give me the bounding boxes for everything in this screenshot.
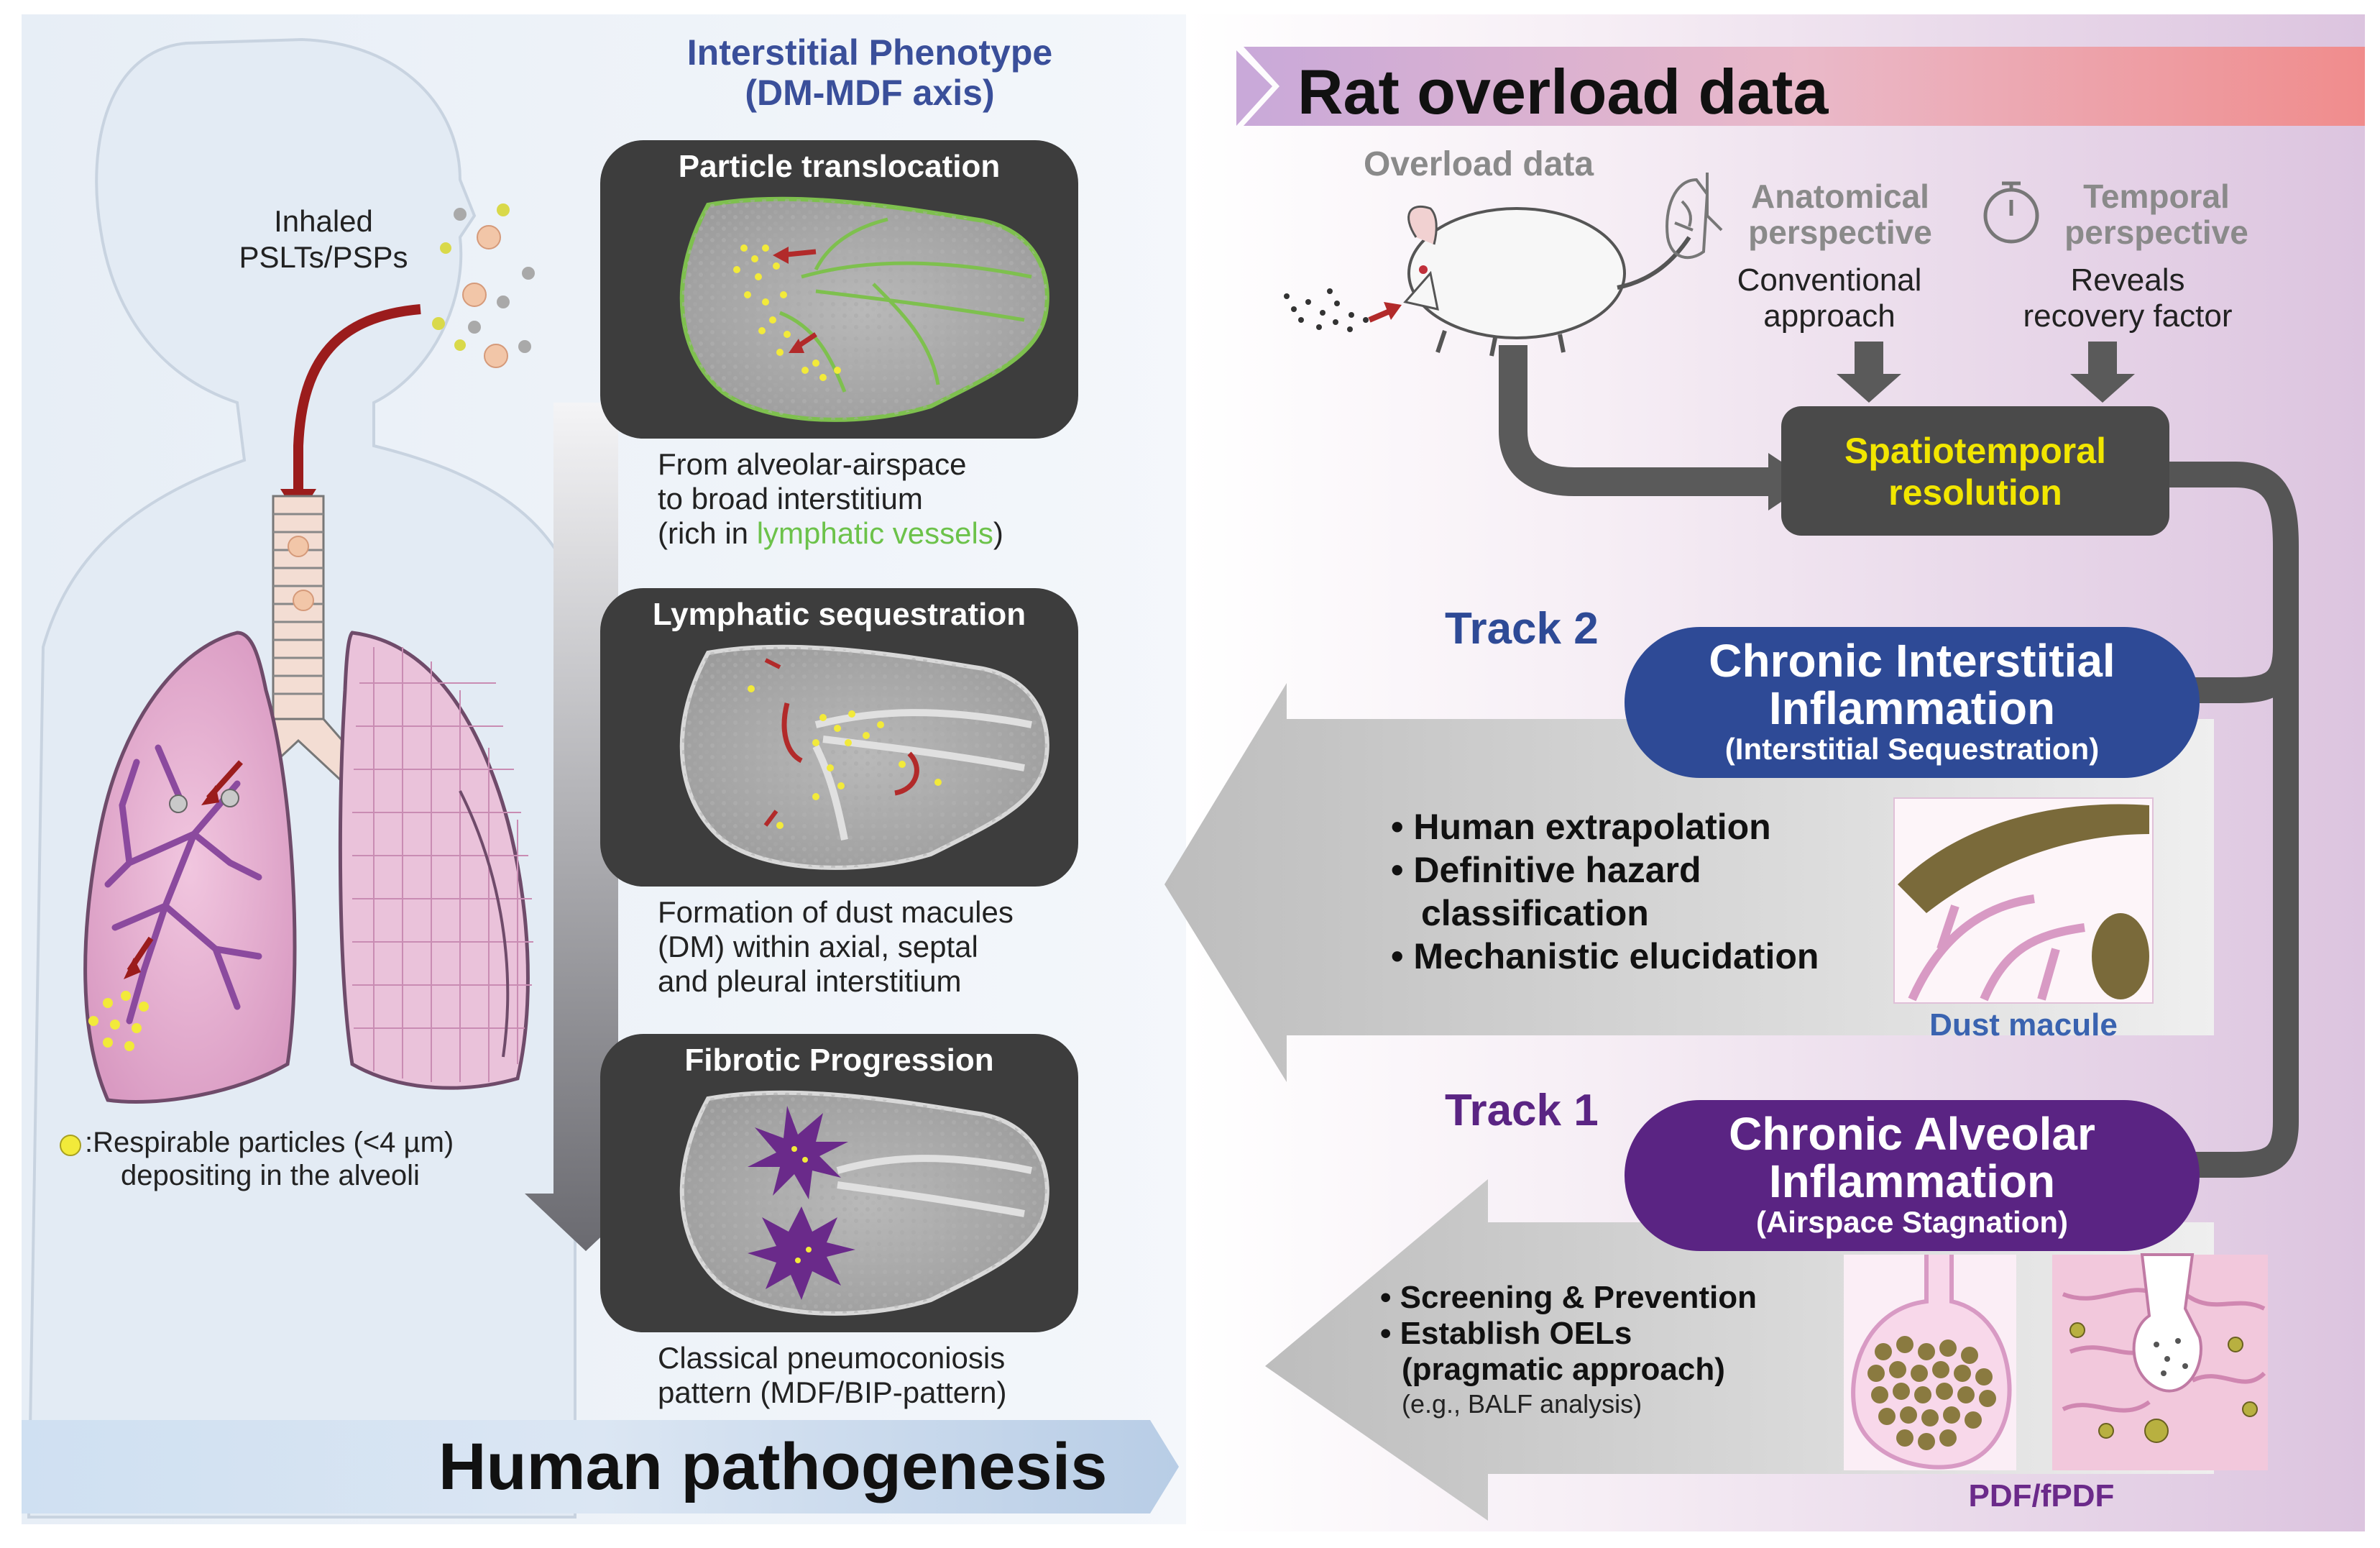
stopwatch-icon (1983, 181, 2039, 244)
track2-title-line1: Chronic Interstitial (1709, 635, 2115, 687)
panel1-caption-line3: (rich in lymphatic vessels) (658, 516, 1003, 551)
panel1-caption-line2: to broad interstitium (658, 482, 923, 516)
rat-illustration (1403, 205, 1691, 357)
reveals-line1: Reveals (2070, 262, 2185, 298)
pdf-fpdf-label: PDF/fPDF (1968, 1478, 2115, 1513)
lymphatic-vessels-highlight: lymphatic vessels (756, 516, 993, 550)
dust-macule-label: Dust macule (1929, 1007, 2118, 1043)
conventional-line2: approach (1763, 298, 1896, 334)
track2-bullet: • Human extrapolation (1391, 807, 1771, 847)
anatomical-perspective: Anatomical perspective (1729, 178, 1952, 250)
track1-pill: Chronic Alveolar Inflammation (Airspace … (1625, 1100, 2200, 1251)
track2-bullet-text: Mechanistic elucidation (1413, 936, 1819, 976)
track1-bullets: • Screening & Prevention • Establish OEL… (1380, 1280, 1757, 1421)
inhaled-label-line2: PSLTs/PSPs (239, 240, 408, 275)
panel-title: Lymphatic sequestration (652, 597, 1026, 632)
panel-title: Fibrotic Progression (684, 1043, 994, 1078)
track1-note: (e.g., BALF analysis) (1402, 1389, 1642, 1419)
panel1-caption-line1: From alveolar-airspace (658, 447, 967, 481)
legend-line1: :Respirable particles (<4 µm) (85, 1127, 454, 1158)
track1-bullet: • Establish OELs (1380, 1316, 1632, 1351)
dust-macule-image (1893, 797, 2154, 1004)
anatomical-line1: Anatomical (1751, 178, 1929, 215)
panel1-caption: From alveolar-airspace to broad intersti… (658, 447, 1003, 551)
panel-title: Particle translocation (678, 149, 1001, 184)
rat-overload-banner: Rat overload data (1297, 56, 1829, 127)
track1-title-line1: Chronic Alveolar (1729, 1108, 2095, 1160)
track2-bullet-continued: classification (1421, 893, 1649, 933)
track2-pill: Chronic Interstitial Inflammation (Inter… (1625, 627, 2200, 778)
track2-title-line2: Inflammation (1768, 682, 2056, 734)
spatiotemporal-resolution: Spatiotemporal resolution (1781, 430, 2169, 513)
temporal-line1: Temporal (2083, 178, 2230, 215)
panel2-caption-line3: and pleural interstitium (658, 964, 962, 998)
panel2-caption: Formation of dust macules (DM) within ax… (658, 895, 1014, 999)
lung-lobe-illustration (679, 196, 1049, 422)
panel3-caption-line2: pattern (MDF/BIP-pattern) (658, 1375, 1007, 1409)
panel1-caption-prefix: (rich in (658, 516, 757, 550)
lung-outline-icon (1665, 173, 1723, 260)
track1-bullet: • Screening & Prevention (1380, 1280, 1757, 1315)
track1-label: Track 1 (1445, 1086, 1599, 1135)
inhaled-label: Inhaled PSLTs/PSPs (216, 203, 431, 276)
track1-title-line2: Inflammation (1768, 1155, 2056, 1207)
temporal-perspective: Temporal perspective (2041, 178, 2271, 250)
panel2-caption-line2: (DM) within axial, septal (658, 930, 978, 963)
reveals-recovery-factor: Reveals recovery factor (1998, 262, 2257, 334)
track1-bullet-text: Establish OELs (1400, 1316, 1632, 1351)
phenotype-title-line2: (DM-MDF axis) (745, 73, 995, 113)
inhaled-label-line1: Inhaled (274, 204, 373, 238)
track1-bullet-continued: (pragmatic approach) (1402, 1352, 1725, 1387)
track2-label: Track 2 (1445, 604, 1599, 654)
phenotype-title: Interstitial Phenotype (DM-MDF axis) (618, 32, 1121, 113)
pdf-alveolus-image (1844, 1255, 2016, 1470)
bronchial-tree (104, 744, 262, 1025)
track1-bullet-text: Screening & Prevention (1400, 1280, 1757, 1315)
lung-lobe-illustration (679, 644, 1049, 870)
track2-subtitle: (Interstitial Sequestration) (1724, 732, 2100, 766)
anatomical-line2: perspective (1748, 214, 1932, 251)
temporal-line2: perspective (2064, 214, 2248, 251)
right-lung (338, 631, 530, 1090)
lung-lobe-illustration (679, 1090, 1049, 1316)
fpdf-tissue-image (2052, 1253, 2268, 1470)
conventional-line1: Conventional (1737, 262, 1922, 298)
track2-bullet: • Mechanistic elucidation (1391, 936, 1819, 976)
track2-bullet: • Definitive hazard (1391, 850, 1701, 890)
phenotype-title-line1: Interstitial Phenotype (686, 32, 1053, 73)
panel-particle-translocation: Particle translocation (600, 140, 1078, 439)
spatio-line1: Spatiotemporal (1844, 431, 2106, 471)
panel-lymphatic-sequestration: Lymphatic sequestration (600, 588, 1078, 887)
track1-subtitle: (Airspace Stagnation) (1755, 1205, 2069, 1239)
reveals-line2: recovery factor (2023, 298, 2233, 334)
track2-bullet-text: Definitive hazard (1413, 850, 1701, 890)
track2-bullet-text: Human extrapolation (1413, 807, 1771, 847)
human-pathogenesis-banner: Human pathogenesis (438, 1430, 1108, 1503)
conventional-approach: Conventional approach (1725, 262, 1934, 334)
legend-line2: depositing in the alveoli (121, 1160, 420, 1191)
panel3-caption: Classical pneumoconiosis pattern (MDF/BI… (658, 1341, 1006, 1410)
legend-text: :Respirable particles (<4 µm) depositing… (85, 1126, 454, 1192)
overload-data-label: Overload data (1364, 145, 1594, 183)
panel-fibrotic-progression: Fibrotic Progression (600, 1034, 1078, 1332)
panel1-caption-suffix: ) (993, 516, 1003, 550)
panel3-caption-line1: Classical pneumoconiosis (658, 1341, 1006, 1375)
panel2-caption-line1: Formation of dust macules (658, 895, 1014, 929)
track2-bullets: • Human extrapolation • Definitive hazar… (1391, 805, 1819, 978)
fibrotic-lesions (748, 1106, 855, 1300)
spatio-line2: resolution (1888, 472, 2062, 513)
aerosol-dots (1284, 288, 1369, 332)
inhaled-particles (432, 203, 535, 368)
